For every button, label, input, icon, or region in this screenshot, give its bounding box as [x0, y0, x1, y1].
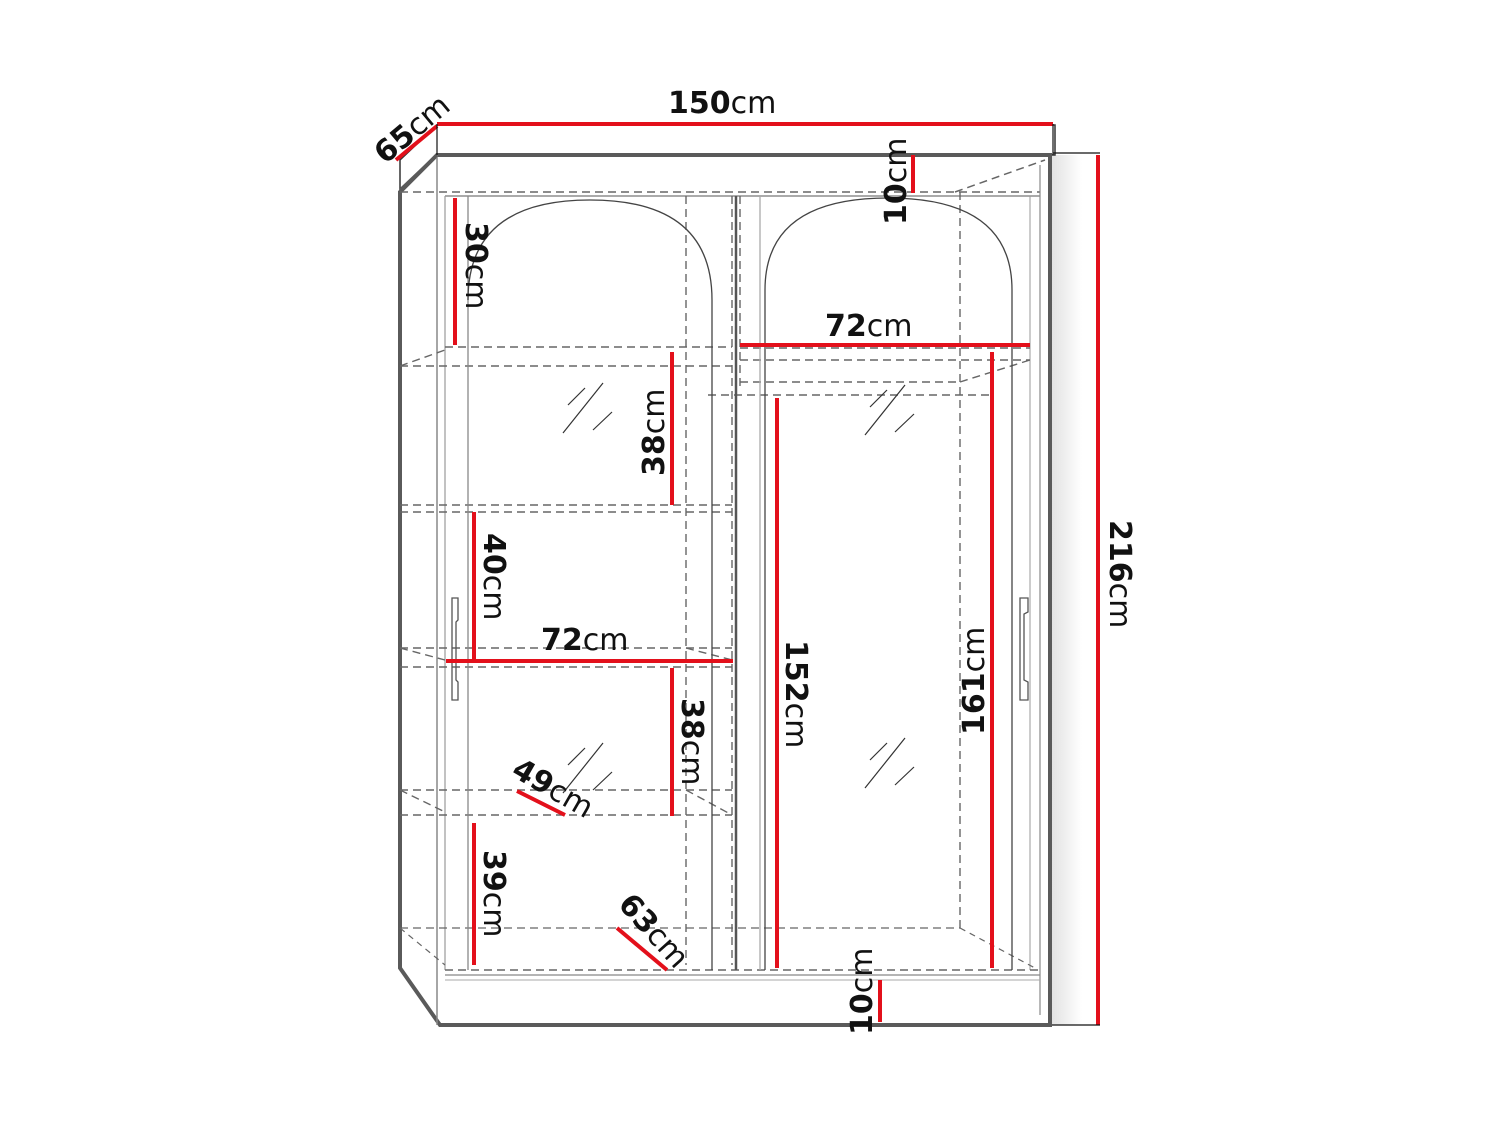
right-door-handle — [1019, 597, 1029, 701]
label-left-shelf-width: 72cm — [541, 623, 628, 658]
label-height: 216cm — [1102, 520, 1137, 628]
depth-line — [394, 124, 439, 162]
extension-lines — [436, 124, 1100, 1026]
dimension-labels: 150cm 65cm 216cm 10cm 10cm 30cm 38cm 40c… — [368, 86, 1137, 1035]
mirror-reflection-marks — [562, 382, 915, 794]
label-left-second-compartment: 38cm — [637, 389, 672, 476]
label-width: 150cm — [668, 86, 776, 121]
label-left-top-compartment: 30cm — [458, 222, 493, 309]
label-right-shelf-width: 72cm — [825, 309, 912, 344]
inner-depth-line — [615, 926, 669, 972]
label-hanging-height: 152cm — [778, 640, 813, 748]
dimension-lines — [394, 122, 1100, 1025]
label-bottom-gap: 10cm — [845, 948, 880, 1035]
left-arch — [467, 199, 713, 970]
label-left-bottom-compartment: 39cm — [476, 850, 511, 937]
sliding-doors — [451, 196, 1029, 970]
right-arch — [764, 197, 1013, 970]
label-left-fourth-compartment: 38cm — [674, 698, 709, 785]
left-door-handle — [451, 597, 459, 701]
wardrobe-body — [398, 124, 1082, 1027]
internal-layout — [399, 192, 1031, 965]
label-right-section-height: 161cm — [957, 627, 992, 735]
label-left-third-compartment: 40cm — [476, 533, 511, 620]
shelf-depth-line — [516, 789, 566, 817]
label-top-gap: 10cm — [879, 138, 914, 225]
